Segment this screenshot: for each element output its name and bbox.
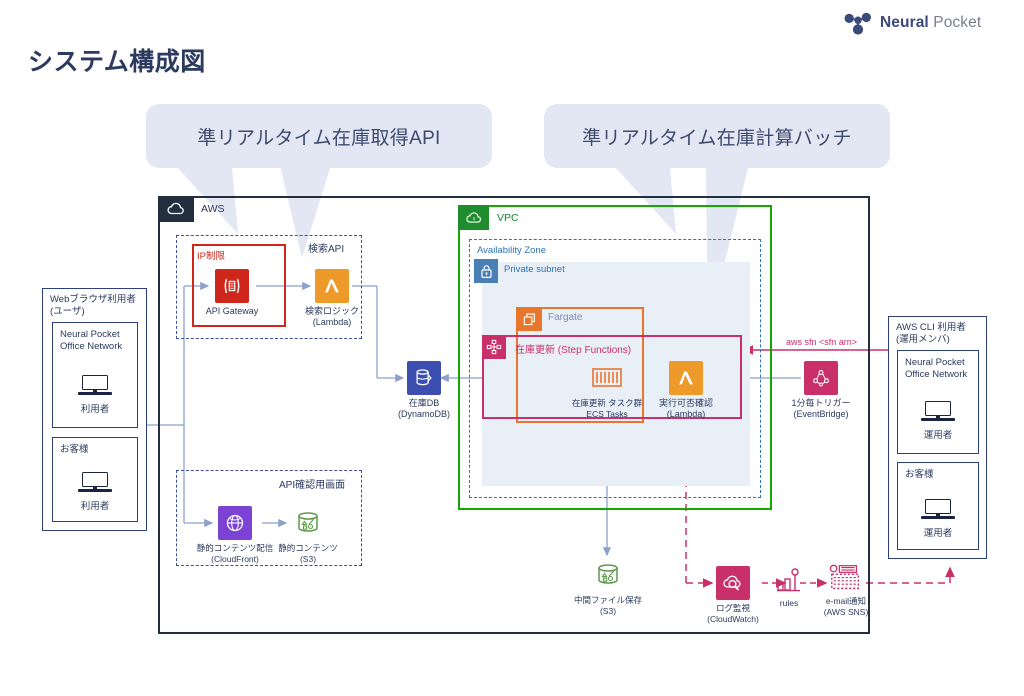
network-dots-logo-icon bbox=[844, 12, 871, 35]
fargate-boundary bbox=[516, 307, 644, 423]
vpc-label: VPC bbox=[497, 212, 519, 224]
aws-cloud-boundary bbox=[158, 196, 870, 634]
step-functions-boundary bbox=[482, 335, 742, 419]
network-box-np-office-ops-title: Neural Pocket Office Network bbox=[905, 357, 968, 380]
network-box-customer: お客様 利用者 bbox=[52, 437, 138, 522]
page-title: システム構成図 bbox=[28, 48, 206, 76]
service-sns-label: e-mail通知 (AWS SNS) bbox=[823, 596, 869, 617]
user-group-web-browser-title: Webブラウザ利用者 (ユーザ) bbox=[50, 294, 136, 317]
user-group-web-browser: Webブラウザ利用者 (ユーザ) Neural Pocket Office Ne… bbox=[42, 288, 147, 531]
availability-zone-label: Availability Zone bbox=[477, 245, 547, 256]
rules-icon bbox=[775, 566, 803, 594]
group-ip-restriction bbox=[192, 244, 286, 327]
step-functions-icon bbox=[482, 335, 506, 359]
sfn-arn-annotation: aws sfn <sfn arn> bbox=[786, 337, 858, 347]
service-search-lambda[interactable]: 検索ロジック (Lambda) bbox=[305, 269, 359, 327]
dynamodb-icon bbox=[407, 361, 441, 395]
user-role-label: 運用者 bbox=[923, 430, 953, 441]
service-cloudwatch[interactable]: ログ監視 (CloudWatch) bbox=[707, 566, 759, 624]
service-ecs-tasks-label: 在庫更新 タスク群 ECS Tasks bbox=[571, 398, 643, 419]
service-rules-label: rules bbox=[779, 598, 799, 608]
service-exec-lambda[interactable]: 実行可否確認 (Lambda) bbox=[659, 361, 713, 419]
user-role-label: 利用者 bbox=[80, 404, 110, 415]
network-box-customer-ops: お客様 運用者 bbox=[897, 462, 979, 550]
ecs-tasks-icon bbox=[590, 361, 624, 395]
service-s3-intermediate[interactable]: 中間ファイル保存 (S3) bbox=[574, 558, 642, 616]
cloudfront-icon bbox=[218, 506, 252, 540]
laptop-icon bbox=[921, 401, 955, 423]
brand-logo: Neural Pocket bbox=[843, 8, 1003, 38]
service-eventbridge[interactable]: 1分毎トリガー (EventBridge) bbox=[791, 361, 851, 419]
service-s3-intermediate-label: 中間ファイル保存 (S3) bbox=[573, 595, 643, 616]
api-gateway-icon bbox=[215, 269, 249, 303]
service-exec-lambda-label: 実行可否確認 (Lambda) bbox=[658, 398, 714, 420]
availability-zone-boundary bbox=[469, 239, 761, 498]
eventbridge-icon bbox=[804, 361, 838, 395]
service-cloudwatch-label: ログ監視 (CloudWatch) bbox=[707, 603, 759, 624]
service-api-gateway-label: API Gateway bbox=[205, 306, 259, 316]
network-box-np-office: Neural Pocket Office Network 利用者 bbox=[52, 322, 138, 428]
private-subnet-area bbox=[482, 262, 750, 486]
user-group-aws-cli: AWS CLI 利用者 (運用メンバ) Neural Pocket Office… bbox=[888, 316, 987, 559]
group-ip-restriction-label: IP制限 bbox=[197, 251, 225, 262]
service-cloudfront[interactable]: 静的コンテンツ配信 (CloudFront) bbox=[197, 506, 273, 564]
private-subnet-label: Private subnet bbox=[504, 264, 565, 275]
laptop-icon bbox=[78, 472, 112, 494]
logo-text-neural: Neural bbox=[880, 14, 929, 31]
sns-email-icon bbox=[828, 563, 864, 593]
laptop-icon bbox=[921, 499, 955, 521]
group-api-check-screen-label: API確認用画面 bbox=[279, 480, 346, 491]
network-box-customer-title: お客様 bbox=[60, 444, 89, 455]
group-search-api bbox=[176, 235, 362, 339]
vpc-cloud-icon bbox=[458, 205, 489, 230]
network-box-customer-ops-title: お客様 bbox=[905, 469, 934, 480]
step-functions-label: 在庫更新 (Step Functions) bbox=[515, 345, 632, 356]
lock-icon bbox=[474, 259, 498, 283]
service-cloudfront-label: 静的コンテンツ配信 (CloudFront) bbox=[196, 543, 274, 564]
lambda-icon bbox=[669, 361, 703, 395]
callout-bubble-search-api: 準リアルタイム在庫取得API bbox=[146, 104, 492, 168]
s3-bucket-icon bbox=[291, 506, 325, 540]
service-rules[interactable]: rules bbox=[775, 566, 803, 608]
service-dynamodb-label: 在庫DB (DynamoDB) bbox=[397, 398, 451, 420]
callout-bubble-search-api-label: 準リアルタイム在庫取得API bbox=[197, 127, 441, 149]
service-s3-static-label: 静的コンテンツ (S3) bbox=[278, 543, 338, 564]
user-role-label: 運用者 bbox=[923, 528, 953, 539]
fargate-icon bbox=[516, 307, 542, 331]
service-sns[interactable]: e-mail通知 (AWS SNS) bbox=[824, 563, 868, 617]
service-ecs-tasks[interactable]: 在庫更新 タスク群 ECS Tasks bbox=[572, 361, 642, 419]
user-role-label: 利用者 bbox=[80, 501, 110, 512]
laptop-icon bbox=[78, 375, 112, 397]
cloudwatch-icon bbox=[716, 566, 750, 600]
service-eventbridge-label: 1分毎トリガー (EventBridge) bbox=[791, 398, 851, 420]
aws-label: AWS bbox=[201, 203, 225, 215]
callout-bubble-batch: 準リアルタイム在庫計算バッチ bbox=[544, 104, 890, 168]
service-api-gateway[interactable]: API Gateway bbox=[206, 269, 258, 316]
callout-bubble-batch-label: 準リアルタイム在庫計算バッチ bbox=[582, 127, 852, 149]
fargate-label: Fargate bbox=[548, 312, 583, 323]
service-search-lambda-label: 検索ロジック (Lambda) bbox=[304, 306, 360, 328]
group-search-api-label: 検索API bbox=[308, 244, 345, 255]
vpc-boundary bbox=[458, 205, 772, 510]
s3-bucket-icon bbox=[591, 558, 625, 592]
service-s3-static[interactable]: 静的コンテンツ (S3) bbox=[278, 506, 338, 564]
aws-cloud-icon bbox=[158, 196, 194, 222]
logo-text-pocket: Pocket bbox=[933, 14, 982, 31]
lambda-icon bbox=[315, 269, 349, 303]
network-box-np-office-ops: Neural Pocket Office Network 運用者 bbox=[897, 350, 979, 454]
group-api-check-screen bbox=[176, 470, 362, 566]
network-box-np-office-title: Neural Pocket Office Network bbox=[60, 329, 123, 352]
user-group-aws-cli-title: AWS CLI 利用者 (運用メンバ) bbox=[896, 322, 966, 345]
service-dynamodb[interactable]: 在庫DB (DynamoDB) bbox=[398, 361, 450, 419]
